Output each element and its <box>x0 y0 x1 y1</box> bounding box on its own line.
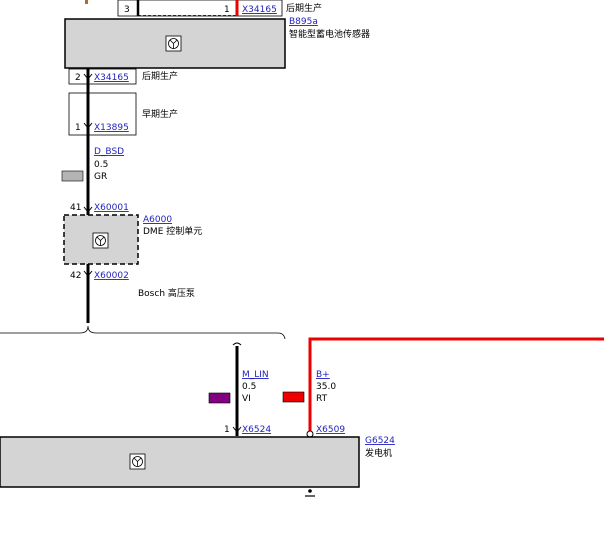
component-id-link[interactable]: A6000 <box>143 215 172 225</box>
pin-number: 42 <box>70 271 81 281</box>
production-note: 后期生产 <box>142 70 178 82</box>
connector-id-link[interactable]: X6509 <box>316 425 345 435</box>
connector-id-link[interactable]: X34165 <box>94 73 129 83</box>
connector-box <box>117 0 283 17</box>
connector-id-link[interactable]: X13895 <box>94 123 129 133</box>
production-note: 早期生产 <box>142 108 178 120</box>
terminal-ring-icon <box>306 430 314 438</box>
component-name: DME 控制单元 <box>143 225 202 237</box>
wire-color-code: RT <box>316 394 328 404</box>
component-id-link[interactable]: G6524 <box>365 436 395 446</box>
wire-b-plus <box>308 337 604 432</box>
component-b895a[interactable] <box>64 18 286 69</box>
wire-color-code: GR <box>94 172 107 182</box>
pin-number: 1 <box>224 425 230 435</box>
ground-icon <box>305 489 315 497</box>
component-name: 发电机 <box>365 447 392 459</box>
wire-signal-link[interactable]: D_BSD <box>94 147 124 157</box>
component-a6000[interactable] <box>63 214 139 265</box>
connector-x34165-bottom[interactable]: 2 X34165 <box>68 68 137 85</box>
connector-box <box>68 68 137 85</box>
wire-signal-link[interactable]: B+ <box>316 370 330 380</box>
production-note: 后期生产 <box>286 2 322 14</box>
wire-color-code: VI <box>242 394 251 404</box>
pin-number: 41 <box>70 203 81 213</box>
connector-x34165-top[interactable]: 3 1 X34165 <box>117 0 283 17</box>
connector-x13895[interactable]: 1 X13895 <box>68 92 137 136</box>
pin-number: 3 <box>124 5 130 15</box>
control-unit-icon <box>129 453 146 470</box>
component-box <box>0 436 360 488</box>
pin-number: 2 <box>75 73 81 83</box>
wire-color-swatch <box>282 391 305 403</box>
component-id-link[interactable]: B895a <box>289 17 318 27</box>
connector-id-link[interactable]: X60001 <box>94 203 129 213</box>
pin-number: 1 <box>224 5 230 15</box>
wire-size: 0.5 <box>242 382 256 392</box>
wire-size: 35.0 <box>316 382 336 392</box>
connector-id-link[interactable]: X34165 <box>242 5 277 15</box>
bus-bracket-line <box>0 325 286 340</box>
wire-color-swatch <box>61 170 84 182</box>
component-g6524[interactable] <box>0 436 360 488</box>
connector-id-link[interactable]: X60002 <box>94 271 129 281</box>
wire-color-swatch <box>208 392 231 404</box>
pin-arrow <box>232 426 242 433</box>
wire-brown-stub <box>85 0 88 4</box>
wire-size: 0.5 <box>94 160 108 170</box>
device-note: Bosch 高压泵 <box>138 287 195 299</box>
pin-arrow <box>83 73 93 80</box>
component-name: 智能型蓄电池传感器 <box>289 28 370 40</box>
connector-id-link[interactable]: X6524 <box>242 425 271 435</box>
connector-box <box>68 92 137 136</box>
pin-arrow <box>83 206 93 213</box>
wire-signal-link[interactable]: M_LIN <box>242 370 269 380</box>
control-unit-icon <box>165 35 182 52</box>
pin-arrow <box>83 122 93 129</box>
control-unit-icon <box>92 232 109 249</box>
wire-break-symbol <box>232 342 242 346</box>
pin-arrow <box>83 270 93 277</box>
pin-number: 1 <box>75 123 81 133</box>
